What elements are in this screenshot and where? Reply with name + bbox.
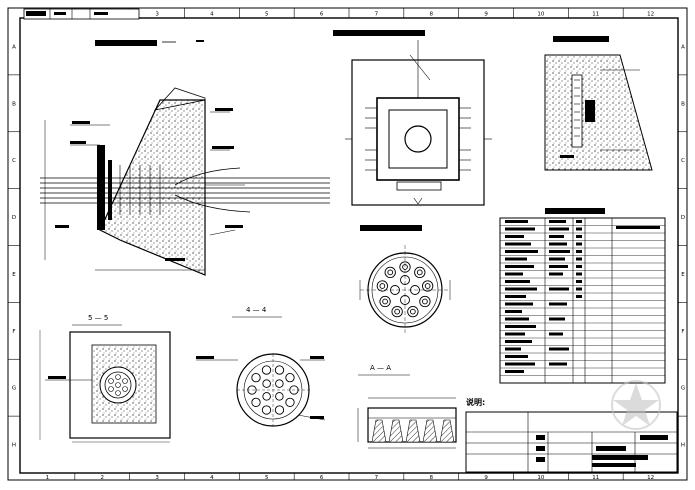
section-5-5-label: 5 — 5 bbox=[88, 314, 108, 322]
duct-hole bbox=[251, 373, 261, 383]
column-label-top: 12 bbox=[647, 12, 654, 18]
row-letter-labels: A A B B C C D D E E F F G G H H bbox=[8, 44, 687, 449]
column-label-bottom: 2 bbox=[101, 475, 105, 481]
row-label-left: A bbox=[12, 44, 16, 50]
top-left-info-box bbox=[23, 8, 140, 20]
column-label-top: 11 bbox=[592, 12, 599, 18]
section-a-a-view: A — A bbox=[357, 364, 457, 449]
row-label-right: F bbox=[681, 329, 684, 335]
duct-hole bbox=[275, 379, 284, 388]
column-label-top: 7 bbox=[375, 12, 379, 18]
anchor-detail-view bbox=[544, 36, 653, 171]
duct-hole bbox=[285, 373, 295, 383]
column-label-top: 4 bbox=[210, 12, 214, 18]
row-label-right: G bbox=[681, 386, 685, 392]
column-label-bottom: 10 bbox=[537, 475, 544, 481]
anchor-end-section-view bbox=[40, 40, 330, 276]
row-label-left: E bbox=[12, 272, 16, 278]
duct-hole bbox=[261, 405, 272, 415]
aa-wedge-block bbox=[439, 419, 455, 443]
column-label-top: 10 bbox=[537, 12, 544, 18]
plate-hole bbox=[391, 305, 403, 318]
aa-wedge-block bbox=[405, 419, 421, 443]
column-label-bottom: 7 bbox=[375, 475, 379, 481]
outer-frame bbox=[7, 7, 688, 481]
column-label-top: 3 bbox=[155, 12, 159, 18]
column-label-top: 6 bbox=[320, 12, 324, 18]
anchor-plate-elevation-view bbox=[333, 30, 492, 206]
duct-hole bbox=[261, 365, 272, 375]
row-label-right: B bbox=[681, 101, 685, 107]
column-label-bottom: 4 bbox=[210, 475, 214, 481]
column-label-top: 5 bbox=[265, 12, 269, 18]
plate-hole bbox=[419, 295, 431, 308]
row-label-left: D bbox=[12, 215, 16, 221]
column-label-bottom: 3 bbox=[155, 475, 159, 481]
row-label-left: C bbox=[12, 158, 16, 164]
row-label-left: H bbox=[12, 443, 16, 449]
column-label-bottom: 6 bbox=[320, 475, 324, 481]
column-label-bottom: 5 bbox=[265, 475, 269, 481]
column-label-top: 9 bbox=[484, 12, 488, 18]
plate-hole bbox=[422, 280, 434, 292]
plate-hole bbox=[379, 295, 391, 308]
duct-hole bbox=[285, 397, 295, 407]
duct-hole bbox=[274, 365, 285, 375]
duct-hole bbox=[262, 379, 271, 388]
column-label-top: 8 bbox=[430, 12, 434, 18]
material-quantity-table bbox=[499, 208, 666, 384]
notes-heading: 说明: bbox=[466, 397, 485, 407]
section-4-4-label: 4 — 4 bbox=[246, 306, 267, 314]
row-label-left: G bbox=[12, 386, 16, 392]
column-label-bottom: 12 bbox=[647, 475, 654, 481]
plate-hole bbox=[376, 280, 388, 292]
row-label-right: E bbox=[681, 272, 685, 278]
section-5-5-view: 5 — 5 bbox=[39, 314, 171, 443]
aa-wedge-block bbox=[371, 419, 387, 443]
column-number-labels: 112233445566778899101011111212 bbox=[46, 8, 654, 481]
title-block bbox=[465, 411, 678, 473]
column-label-bottom: 9 bbox=[484, 475, 488, 481]
row-label-left: F bbox=[12, 329, 15, 335]
section-4-4-view: 4 — 4 bbox=[196, 306, 326, 427]
row-label-right: H bbox=[681, 443, 685, 449]
plate-plan-view bbox=[359, 225, 451, 335]
duct-hole bbox=[251, 397, 261, 407]
column-label-bottom: 8 bbox=[430, 475, 434, 481]
plate-hole bbox=[414, 266, 426, 279]
watermark-logo-icon bbox=[611, 380, 661, 430]
plate-hole bbox=[384, 266, 396, 279]
plate-hole bbox=[407, 305, 419, 318]
row-label-right: C bbox=[681, 158, 685, 164]
row-label-right: A bbox=[681, 44, 685, 50]
duct-hole bbox=[262, 392, 271, 401]
column-label-bottom: 1 bbox=[46, 475, 50, 481]
duct-hole bbox=[274, 405, 285, 415]
column-label-bottom: 11 bbox=[592, 475, 599, 481]
aa-wedge-block bbox=[388, 419, 404, 443]
duct-hole bbox=[275, 392, 284, 401]
section-a-a-label: A — A bbox=[370, 364, 391, 372]
row-label-right: D bbox=[681, 215, 685, 221]
aa-wedge-block bbox=[422, 419, 438, 443]
row-label-left: B bbox=[12, 101, 16, 107]
